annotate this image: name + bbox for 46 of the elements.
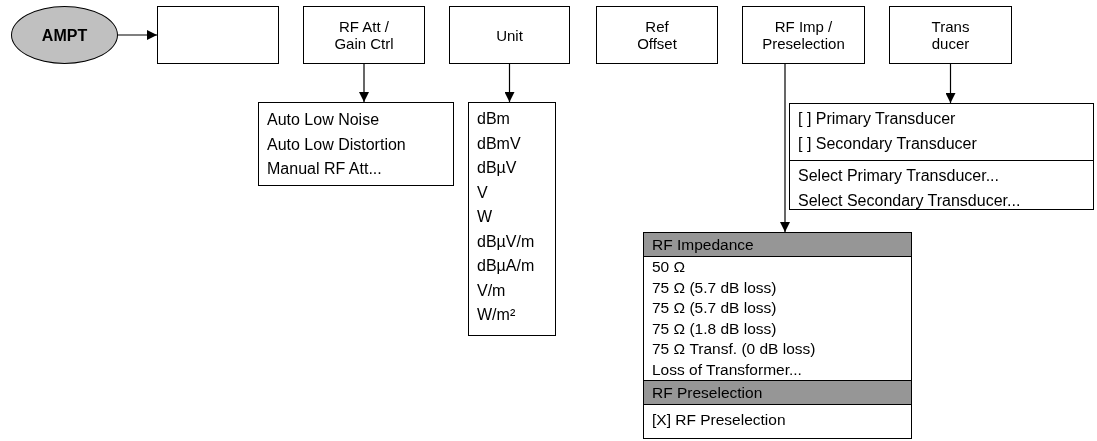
arrow — [504, 63, 515, 103]
softkey-box — [596, 6, 718, 64]
submenu-panel — [643, 232, 912, 439]
softkey-label: RF Imp / Preselection — [761, 18, 846, 52]
menu-item: W/m² — [476, 305, 517, 325]
menu-item: 75 Ω Transf. (0 dB loss) — [651, 339, 817, 359]
section-header: RF Impedance — [644, 233, 911, 257]
submenu-panel — [258, 102, 454, 186]
menu-item: Auto Low Distortion — [266, 134, 407, 155]
arrow — [780, 63, 790, 233]
menu-item: Auto Low Noise — [266, 110, 381, 130]
softkey-box — [303, 6, 425, 64]
menu-item: [ ] Secondary Transducer — [797, 133, 978, 154]
menu-item: 75 Ω (1.8 dB loss) — [651, 318, 778, 339]
softkey-label: Unit — [496, 26, 523, 44]
menu-item: 50 Ω — [651, 257, 687, 277]
menu-item: dBµV/m — [476, 231, 536, 252]
menu-item: Select Secondary Transducer... — [797, 190, 1022, 211]
menu-item: Manual RF Att... — [266, 159, 383, 179]
arrow — [117, 30, 158, 40]
menu-item: Select Primary Transducer... — [790, 160, 1093, 189]
softkey-box — [449, 6, 570, 64]
softkey-label: Trans ducer — [930, 18, 971, 52]
menu-item: dBµV — [476, 158, 518, 178]
submenu-panel — [789, 103, 1094, 210]
menu-item: Loss of Transformer... — [651, 359, 803, 380]
menu-item: dBmV — [476, 133, 522, 154]
menu-item: [ ] Primary Transducer — [797, 109, 957, 129]
arrow — [359, 63, 369, 103]
key-label: AMPT — [41, 26, 88, 44]
menu-item: [X] RF Preselection — [651, 410, 787, 430]
menu-item: V/m — [476, 280, 507, 301]
menu-item: 75 Ω (5.7 dB loss) — [651, 277, 778, 298]
section-header: RF Preselection — [644, 380, 911, 405]
softkey-box — [742, 6, 865, 64]
softkey-box — [889, 6, 1012, 64]
menu-item: dBm — [476, 109, 511, 129]
softkey-label: Ref Offset — [636, 18, 678, 52]
menu-item: V — [476, 182, 489, 203]
arrow — [945, 63, 956, 104]
menu-item: dBµA/m — [476, 256, 536, 276]
menu-item: W — [476, 207, 494, 227]
submenu-panel — [468, 102, 556, 336]
empty-softkey-box — [157, 6, 279, 64]
softkey-label: RF Att / Gain Ctrl — [333, 18, 395, 52]
menu-item: 75 Ω (5.7 dB loss) — [651, 298, 778, 318]
